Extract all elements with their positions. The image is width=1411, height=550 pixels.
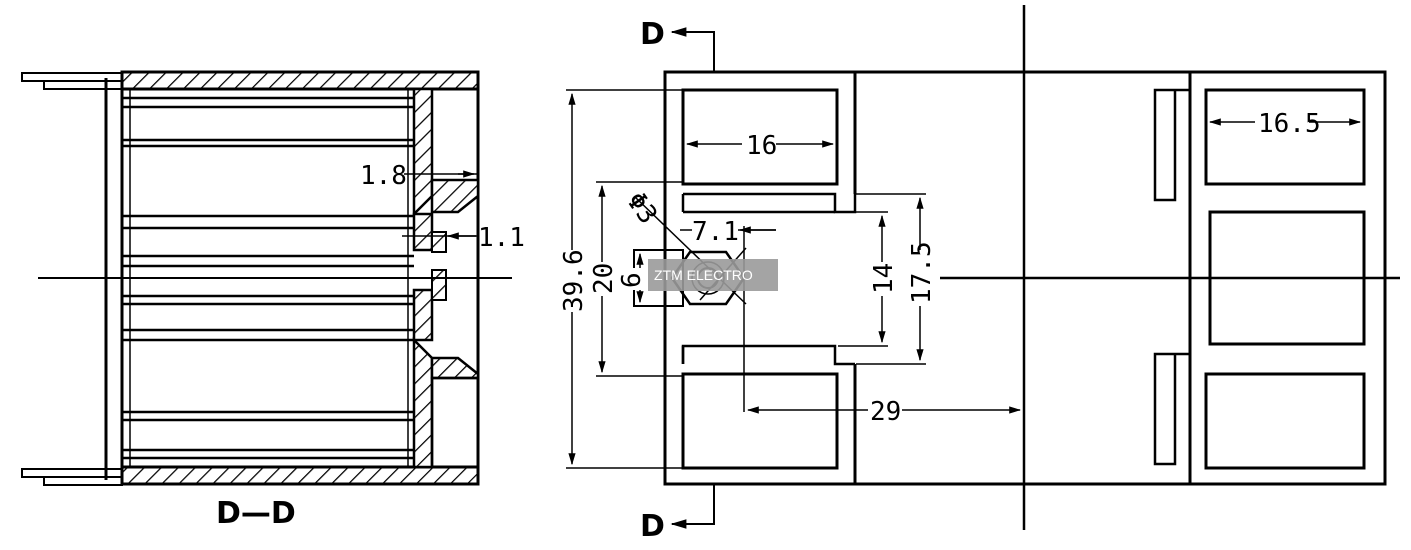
dim-14: 14 bbox=[869, 263, 899, 294]
section-view-dd: 1.8 1.1 D—D bbox=[21, 70, 525, 531]
dim-16-5: 16.5 bbox=[1258, 109, 1321, 139]
top-view: 16 16.5 39.6 20 6 Φ3 7.1 14 bbox=[558, 5, 1400, 544]
dim-39-6: 39.6 bbox=[559, 249, 589, 312]
dim-7-1: 7.1 bbox=[692, 217, 739, 247]
dim-1-1: 1.1 bbox=[478, 223, 525, 253]
section-marker-top: D bbox=[640, 17, 665, 52]
dim-29: 29 bbox=[870, 397, 901, 427]
dim-6: 6 bbox=[617, 272, 647, 288]
section-marker-bottom: D bbox=[640, 509, 665, 544]
watermark-box bbox=[648, 259, 778, 291]
dim-1-8: 1.8 bbox=[360, 161, 407, 191]
section-label: D—D bbox=[216, 496, 296, 531]
dim-16: 16 bbox=[746, 131, 777, 161]
dim-17-5: 17.5 bbox=[907, 241, 937, 304]
dim-20: 20 bbox=[589, 263, 619, 294]
watermark: ZTM ELECTRO bbox=[654, 267, 753, 283]
dim-phi3: Φ3 bbox=[620, 187, 663, 230]
